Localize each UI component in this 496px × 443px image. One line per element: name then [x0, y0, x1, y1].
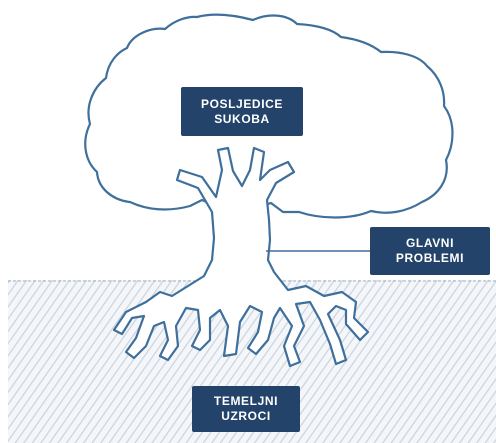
problems-label-line1: GLAVNI	[406, 236, 454, 251]
consequences-label: POSLJEDICE SUKOBA	[181, 87, 303, 136]
causes-label-line1: TEMELJNI	[214, 394, 278, 409]
problems-label: GLAVNI PROBLEMI	[370, 227, 490, 275]
consequences-label-line2: SUKOBA	[214, 112, 270, 127]
causes-label: TEMELJNI UZROCI	[192, 386, 300, 432]
consequences-label-line1: POSLJEDICE	[201, 97, 283, 112]
problems-label-line2: PROBLEMI	[396, 251, 464, 266]
causes-label-line2: UZROCI	[221, 409, 271, 424]
